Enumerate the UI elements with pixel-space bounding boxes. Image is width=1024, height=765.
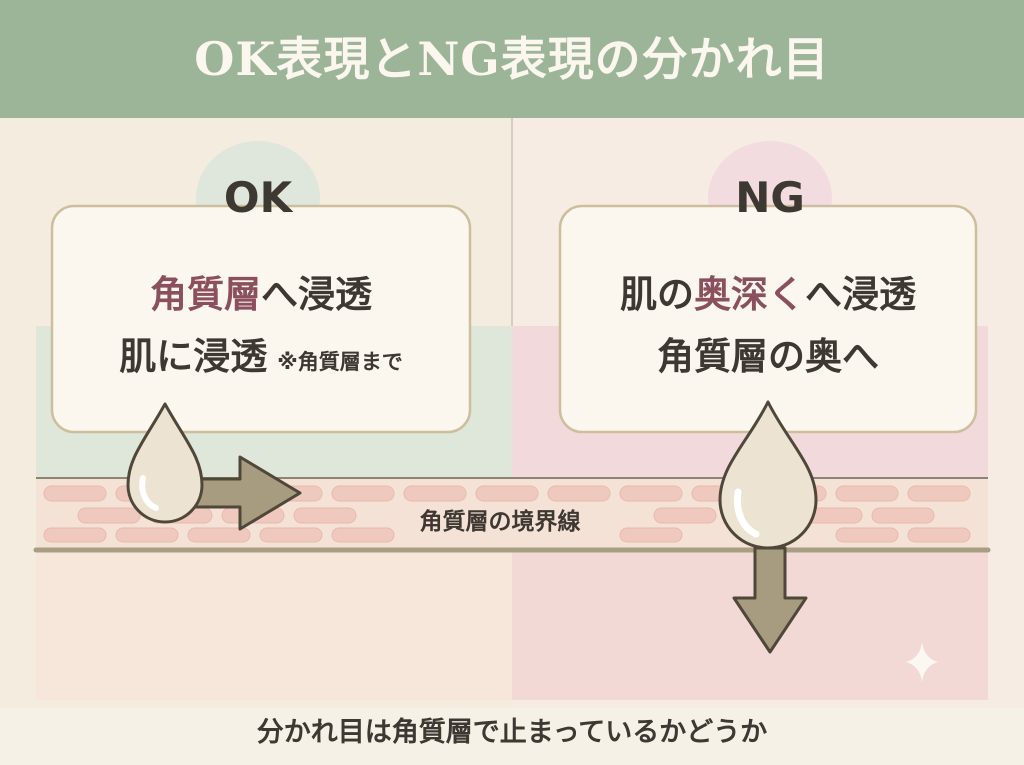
ng-deep-layer bbox=[512, 550, 988, 700]
arrow-down-icon bbox=[732, 546, 808, 654]
ok-card: 角質層へ浸透 肌に浸透 ※角質層まで bbox=[52, 272, 470, 378]
arrow-right-icon bbox=[186, 455, 302, 531]
water-drop-icon-ng bbox=[718, 400, 818, 550]
ok-card-line1: 角質層へ浸透 bbox=[52, 272, 470, 318]
ng-badge: NG bbox=[735, 173, 805, 222]
water-drop-icon bbox=[126, 402, 204, 524]
ng-line1-rest: へ浸透 bbox=[805, 273, 916, 316]
ng-highlight: 奥深く bbox=[694, 273, 805, 316]
ng-card-line1: 肌の奥深くへ浸透 bbox=[560, 272, 976, 318]
ok-deep-layer bbox=[36, 550, 512, 700]
ng-line2-text: 角質層の奥へ bbox=[657, 335, 879, 378]
ok-line1-rest: へ浸透 bbox=[261, 273, 372, 316]
ng-card: 肌の奥深くへ浸透 角質層の奥へ bbox=[560, 272, 976, 378]
ng-card-line2: 角質層の奥へ bbox=[560, 334, 976, 380]
footer-caption: 分かれ目は角質層で止まっているかどうか bbox=[256, 717, 768, 748]
ok-card-box bbox=[50, 204, 472, 434]
sparkle-icon bbox=[906, 642, 938, 682]
ok-note: ※角質層まで bbox=[277, 350, 403, 374]
header-banner bbox=[0, 0, 1024, 118]
ok-highlight: 角質層 bbox=[150, 273, 261, 316]
ng-line1-pre: 肌の bbox=[620, 273, 694, 316]
ok-line2-text: 肌に浸透 bbox=[119, 335, 268, 378]
ok-badge: OK bbox=[223, 173, 293, 222]
ok-card-line2: 肌に浸透 ※角質層まで bbox=[52, 334, 470, 380]
boundary-label: 角質層の境界線 bbox=[419, 509, 581, 535]
page-title: OK表現とNG表現の分かれ目 bbox=[194, 32, 830, 86]
